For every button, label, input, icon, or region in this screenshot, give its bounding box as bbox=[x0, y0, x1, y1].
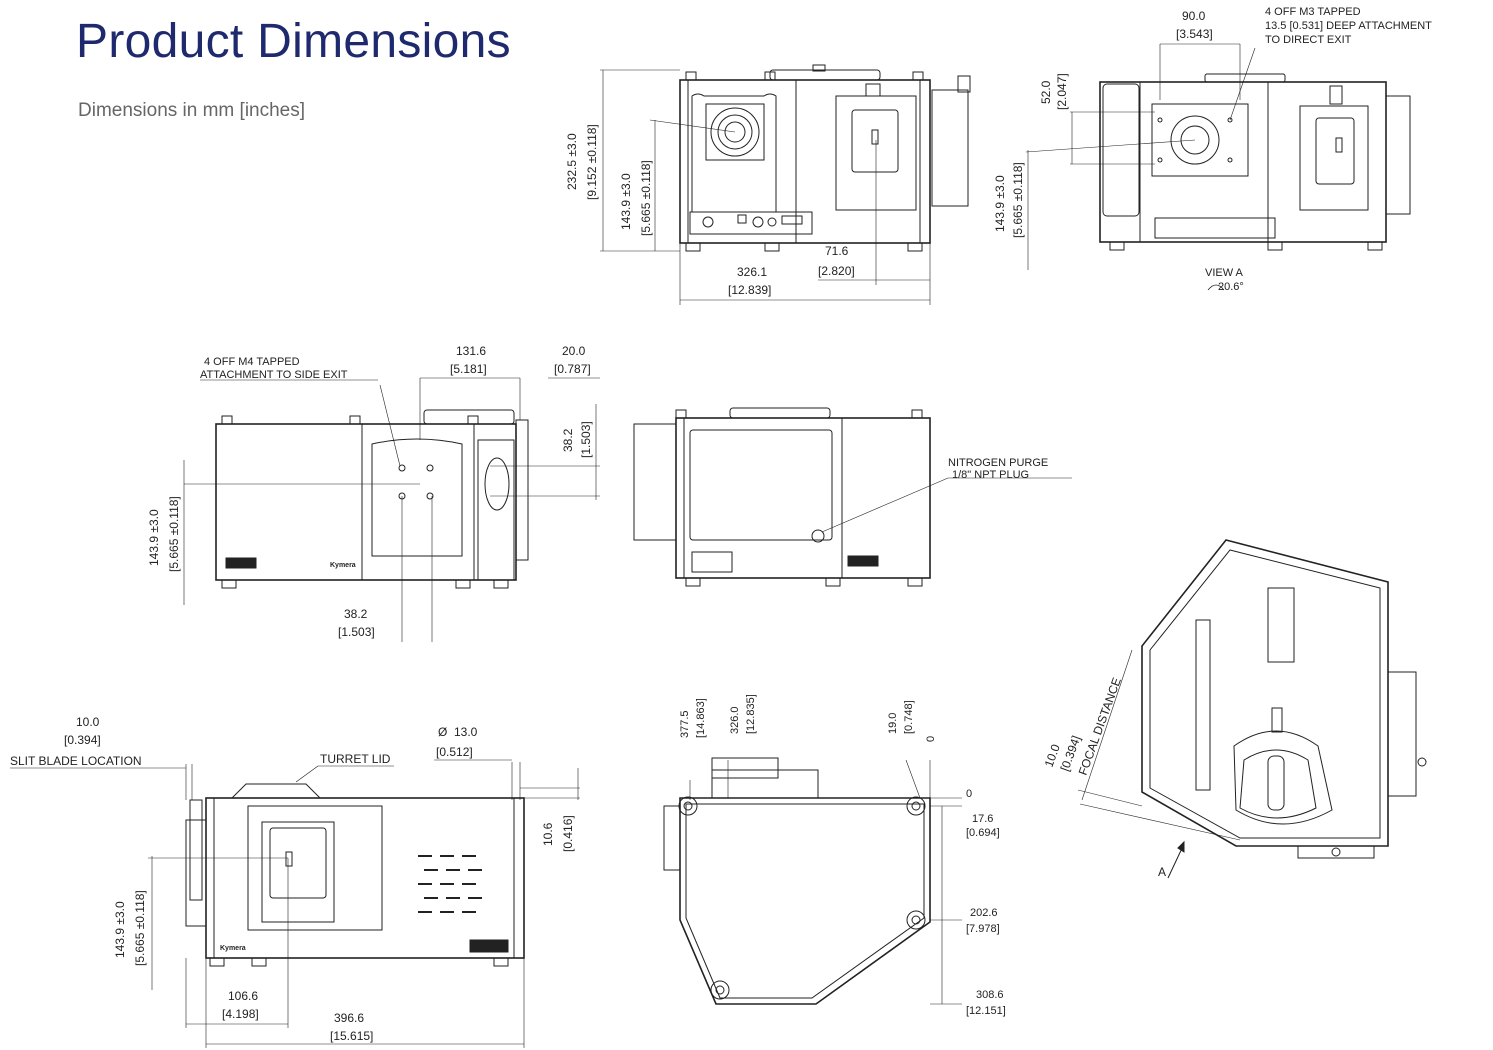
v6-zero-top: 0 bbox=[925, 736, 937, 742]
v6-r3-in: [12.151] bbox=[966, 1005, 1006, 1017]
v1-offset-in: [2.820] bbox=[818, 264, 855, 278]
page-title: Product Dimensions bbox=[76, 15, 511, 68]
v5-dia-symbol: Ø bbox=[438, 725, 447, 739]
v6-r1-in: [0.694] bbox=[966, 827, 1000, 839]
front-view bbox=[600, 64, 971, 305]
v6-r3-mm: 308.6 bbox=[976, 989, 1004, 1001]
v5-lid-label: TURRET LID bbox=[320, 752, 391, 766]
v2-axis-mm: 143.9 ±3.0 bbox=[993, 175, 1007, 232]
v1-axis-in: [5.665 ±0.118] bbox=[639, 160, 653, 236]
v2-top-mm: 90.0 bbox=[1182, 9, 1206, 23]
side-exit-body bbox=[215, 423, 517, 581]
v3-axis-in: [5.665 ±0.118] bbox=[167, 496, 181, 572]
v2-note-3: TO DIRECT EXIT bbox=[1265, 34, 1352, 46]
base-outline bbox=[679, 797, 931, 1005]
v5-w-mm: 396.6 bbox=[334, 1011, 364, 1025]
view-a-angle: 20.6° bbox=[1218, 281, 1244, 293]
dimension-labels: 232.5 ±3.0 [9.152 ±0.118] 143.9 ±3.0 [5.… bbox=[10, 6, 1432, 1043]
rear-view: ANDOR bbox=[633, 407, 1072, 587]
v1-axis-mm: 143.9 ±3.0 bbox=[619, 173, 633, 230]
top-view bbox=[1077, 539, 1427, 879]
v6-a-mm: 377.5 bbox=[679, 710, 691, 738]
v6-a-in: [14.863] bbox=[695, 698, 707, 738]
svg-text:Kymera: Kymera bbox=[330, 562, 356, 569]
v6-r2-mm: 202.6 bbox=[970, 907, 998, 919]
v6-zero-right: 0 bbox=[966, 788, 972, 800]
v5-dia-mm: 13.0 bbox=[454, 725, 478, 739]
svg-text:ANDOR: ANDOR bbox=[228, 561, 254, 568]
v3-bottom-in: [1.503] bbox=[338, 625, 375, 639]
page-subtitle: Dimensions in mm [inches] bbox=[78, 100, 306, 121]
v6-r2-in: [7.978] bbox=[966, 923, 1000, 935]
v5-dia-in: [0.512] bbox=[436, 745, 473, 759]
v6-r1-mm: 17.6 bbox=[972, 813, 993, 825]
v3-c-mm: 38.2 bbox=[561, 428, 575, 452]
top-outline bbox=[1141, 539, 1389, 847]
view-a-label: VIEW A bbox=[1205, 267, 1244, 279]
rear-body bbox=[675, 417, 931, 579]
v5-axis-in: [5.665 ±0.118] bbox=[133, 890, 147, 966]
turret-side-body bbox=[205, 797, 525, 959]
v6-c-mm: 19.0 bbox=[887, 713, 899, 734]
v5-a-mm: 106.6 bbox=[228, 989, 258, 1003]
v5-slit-in: [0.394] bbox=[64, 733, 101, 747]
v1-height-mm: 232.5 ±3.0 bbox=[565, 133, 579, 190]
turret-side-view: ANDOR Kymera bbox=[10, 759, 580, 1048]
v3-axis-mm: 143.9 ±3.0 bbox=[147, 509, 161, 566]
v6-c-in: [0.748] bbox=[903, 700, 915, 734]
v3-b-mm: 20.0 bbox=[562, 344, 586, 358]
base-plan-view bbox=[663, 757, 962, 1005]
v4-note-2: 1/8" NPT PLUG bbox=[952, 469, 1029, 481]
v2-side-mm: 52.0 bbox=[1039, 80, 1053, 104]
v1-width-in: [12.839] bbox=[728, 283, 771, 297]
v1-offset-mm: 71.6 bbox=[825, 244, 849, 258]
v5-a-in: [4.198] bbox=[222, 1007, 259, 1021]
turret-lid bbox=[231, 783, 321, 799]
vent-slots bbox=[418, 855, 482, 913]
side-exit-view: ANDOR Kymera bbox=[183, 377, 600, 642]
view-a-arrow-label: A bbox=[1158, 865, 1166, 879]
v1-height-in: [9.152 ±0.118] bbox=[585, 124, 599, 200]
direct-exit-port bbox=[1170, 115, 1220, 165]
detector-mount bbox=[931, 89, 969, 207]
v5-h-mm: 10.6 bbox=[541, 822, 555, 846]
v2-note-1: 4 OFF M3 TAPPED bbox=[1265, 6, 1361, 18]
v3-bottom-mm: 38.2 bbox=[344, 607, 368, 621]
side-view-a bbox=[1025, 43, 1411, 291]
v6-b-in: [12.835] bbox=[745, 694, 757, 734]
v3-note-1: 4 OFF M4 TAPPED bbox=[204, 356, 300, 368]
v2-side-in: [2.047] bbox=[1055, 73, 1069, 110]
v3-note-2: ATTACHMENT TO SIDE EXIT bbox=[200, 369, 348, 381]
v3-a-mm: 131.6 bbox=[456, 344, 486, 358]
svg-text:Kymera: Kymera bbox=[220, 945, 246, 952]
svg-text:ANDOR: ANDOR bbox=[850, 559, 876, 566]
v5-slit-mm: 10.0 bbox=[76, 715, 100, 729]
v5-axis-mm: 143.9 ±3.0 bbox=[113, 901, 127, 958]
v2-note-2: 13.5 [0.531] DEEP ATTACHMENT bbox=[1265, 20, 1432, 32]
v3-a-in: [5.181] bbox=[450, 362, 487, 376]
v3-b-in: [0.787] bbox=[554, 362, 591, 376]
v5-h-in: [0.416] bbox=[561, 815, 575, 852]
v2-axis-in: [5.665 ±0.118] bbox=[1011, 162, 1025, 238]
v4-note-1: NITROGEN PURGE bbox=[948, 457, 1048, 469]
v3-c-in: [1.503] bbox=[579, 421, 593, 458]
v5-w-in: [15.615] bbox=[330, 1029, 373, 1043]
v6-b-mm: 326.0 bbox=[729, 706, 741, 734]
v7-label: FOCAL DISTANCE bbox=[1076, 676, 1124, 777]
nitrogen-purge-plug[interactable] bbox=[811, 529, 825, 543]
v1-width-mm: 326.1 bbox=[737, 265, 767, 279]
entrance-port bbox=[710, 107, 760, 157]
svg-text:ANDOR: ANDOR bbox=[474, 944, 500, 951]
v2-top-in: [3.543] bbox=[1176, 27, 1213, 41]
v5-slit-label: SLIT BLADE LOCATION bbox=[10, 754, 142, 768]
